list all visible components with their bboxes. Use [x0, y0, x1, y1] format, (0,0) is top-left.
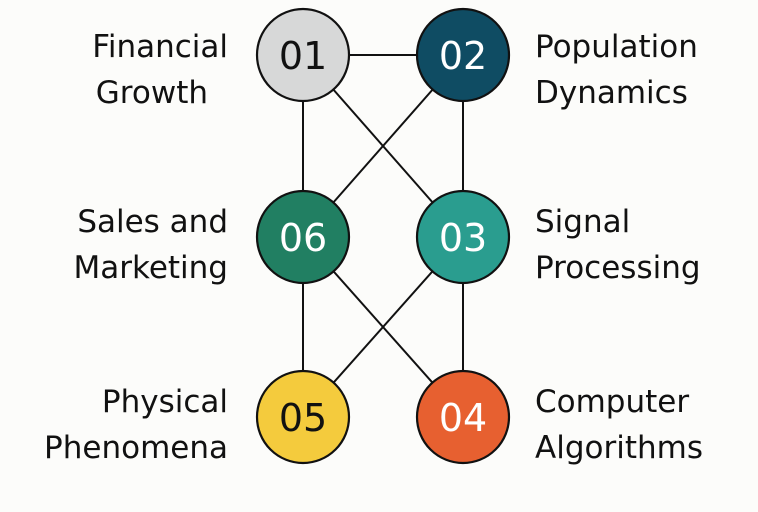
node-circle: [415, 369, 511, 465]
label-line: Marketing: [73, 250, 228, 286]
node-circle: [415, 189, 511, 285]
label-physical-phenomena: Physical Phenomena: [44, 379, 228, 471]
node-number: 02: [439, 34, 487, 78]
label-financial-growth: Financial Growth: [92, 24, 228, 116]
node-circle: [255, 369, 351, 465]
label-population-dynamics: Population Dynamics: [535, 24, 698, 116]
label-computer-algorithms: Computer Algorithms: [535, 379, 703, 471]
node-03: 03: [415, 189, 511, 285]
label-line: Physical: [101, 384, 228, 420]
node-circle: [255, 7, 351, 103]
node-number: 01: [279, 34, 327, 78]
label-signal-processing: Signal Processing: [535, 199, 701, 291]
label-line: Phenomena: [44, 430, 228, 466]
node-number: 04: [439, 396, 487, 440]
node-number: 06: [279, 216, 327, 260]
label-line: Algorithms: [535, 430, 703, 466]
label-line: Processing: [535, 250, 701, 286]
label-sales-and-marketing: Sales and Marketing: [73, 199, 228, 291]
node-01: 01: [255, 7, 351, 103]
node-02: 02: [415, 7, 511, 103]
node-circle: [255, 189, 351, 285]
node-number: 03: [439, 216, 487, 260]
node-04: 04: [415, 369, 511, 465]
nodes-group: 01 02 06 03 05 04: [255, 7, 511, 465]
label-line: Growth: [95, 75, 208, 111]
node-06: 06: [255, 189, 351, 285]
node-05: 05: [255, 369, 351, 465]
label-line: Signal: [535, 204, 631, 240]
label-line: Dynamics: [535, 75, 688, 111]
node-circle: [415, 7, 511, 103]
label-line: Population: [535, 29, 698, 65]
label-line: Sales and: [77, 204, 228, 240]
label-line: Computer: [535, 384, 690, 420]
label-line: Financial: [92, 29, 228, 65]
node-number: 05: [279, 396, 327, 440]
